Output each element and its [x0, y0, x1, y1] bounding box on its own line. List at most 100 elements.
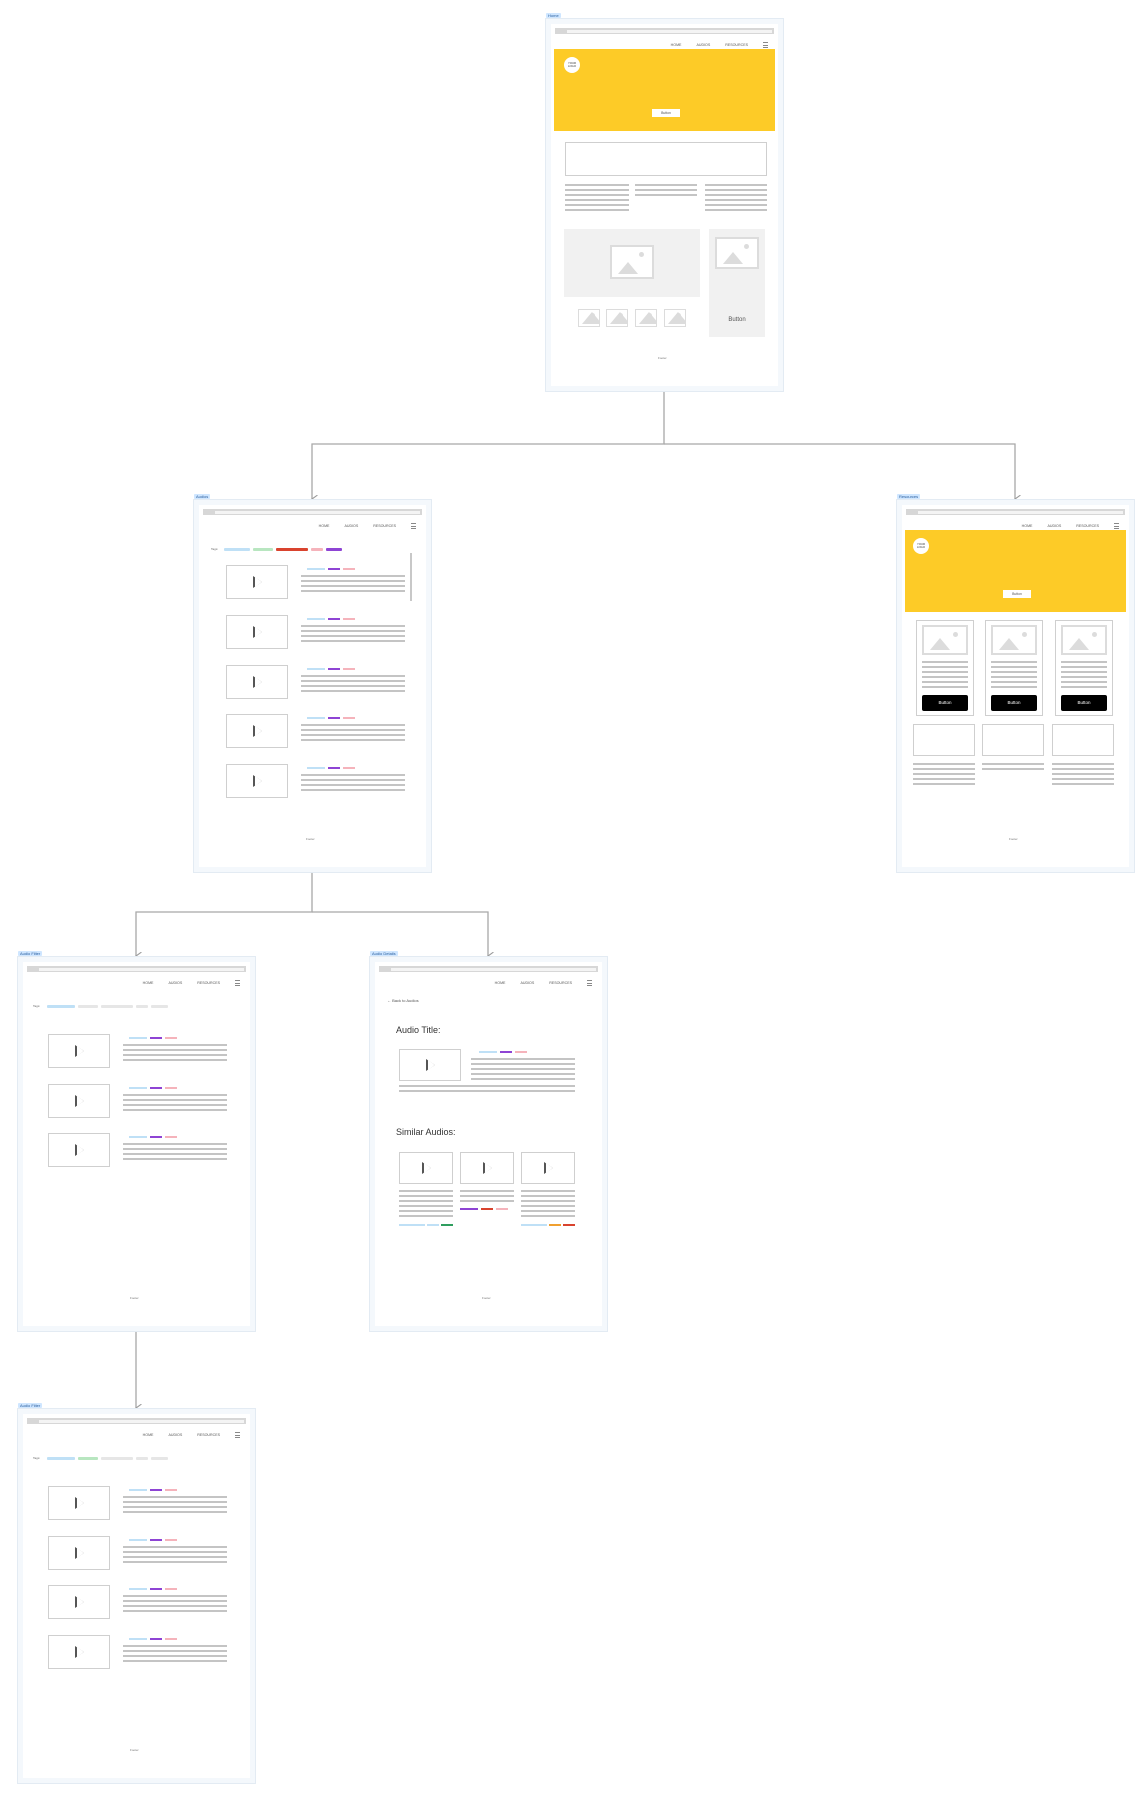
- tag-chip[interactable]: [151, 1005, 168, 1008]
- tag-chip[interactable]: [101, 1457, 133, 1460]
- menu-icon[interactable]: [1114, 523, 1119, 529]
- nav-resources[interactable]: RESOURCES: [1076, 523, 1099, 528]
- menu-icon[interactable]: [587, 980, 592, 986]
- audio-player-thumb[interactable]: [226, 764, 288, 798]
- audio-player[interactable]: [399, 1049, 461, 1081]
- nav-home[interactable]: HOME: [142, 980, 154, 985]
- hero-button[interactable]: Button: [652, 109, 680, 117]
- image-icon: [610, 245, 654, 279]
- thumbnail-icon-2[interactable]: [606, 309, 628, 327]
- nav-resources[interactable]: RESOURCES: [549, 980, 572, 985]
- audio-player-thumb[interactable]: [226, 714, 288, 748]
- similar-audio-player-1[interactable]: [399, 1152, 453, 1184]
- audio-player-thumb[interactable]: [226, 665, 288, 699]
- audio-player-thumb[interactable]: [226, 615, 288, 649]
- tag-chip-purple[interactable]: [326, 548, 342, 551]
- tag-chip[interactable]: [136, 1457, 148, 1460]
- frame-label-filter-2: Audio Filter: [18, 1403, 43, 1408]
- similar-audio-text-2: [460, 1190, 514, 1205]
- browser-bar: [379, 966, 598, 981]
- meta-tag-blue: [129, 1037, 147, 1039]
- tag-chip[interactable]: [136, 1005, 148, 1008]
- audio-player-thumb[interactable]: [48, 1034, 110, 1068]
- similar-audio-player-3[interactable]: [521, 1152, 575, 1184]
- thumbnail-icon-1[interactable]: [578, 309, 600, 327]
- nav-home[interactable]: HOME: [142, 1432, 154, 1437]
- meta-tag-green: [441, 1224, 453, 1226]
- audio-player-thumb[interactable]: [48, 1133, 110, 1167]
- meta-tag-blue: [521, 1224, 547, 1226]
- resources-frame: HOME AUDIOS RESOURCES YOUR LOGO Button B…: [896, 499, 1135, 873]
- tag-chip-red[interactable]: [276, 548, 308, 551]
- card-description: [991, 661, 1037, 691]
- audio-description: [301, 675, 405, 695]
- nav-audios[interactable]: AUDIOS: [168, 1432, 183, 1437]
- audio-description: [123, 1546, 227, 1566]
- card-button[interactable]: Button: [1061, 695, 1107, 711]
- frame-label-details: Audio Details: [370, 951, 398, 956]
- meta-tag-purple: [150, 1489, 162, 1491]
- card-button[interactable]: Button: [991, 695, 1037, 711]
- side-card-button[interactable]: Button: [728, 317, 746, 323]
- info-text-1: [913, 763, 975, 788]
- tag-chip[interactable]: [151, 1457, 168, 1460]
- hero-button[interactable]: Button: [1003, 590, 1031, 598]
- nav-home[interactable]: HOME: [318, 523, 330, 528]
- menu-icon[interactable]: [235, 980, 240, 986]
- resource-card-1: Button: [916, 620, 974, 716]
- nav-home[interactable]: HOME: [670, 42, 682, 47]
- text-column-3: [705, 184, 767, 214]
- audio-description: [301, 575, 405, 595]
- tag-chip-pink[interactable]: [311, 548, 323, 551]
- nav-audios[interactable]: AUDIOS: [696, 42, 711, 47]
- audio-description: [123, 1143, 227, 1163]
- thumbnail-icon-4[interactable]: [664, 309, 686, 327]
- audio-description: [123, 1044, 227, 1064]
- nav-home[interactable]: HOME: [494, 980, 506, 985]
- nav-home[interactable]: HOME: [1021, 523, 1033, 528]
- scrollbar[interactable]: [410, 553, 412, 601]
- meta-tag-pink: [165, 1638, 177, 1640]
- similar-audio-player-2[interactable]: [460, 1152, 514, 1184]
- nav-audios[interactable]: AUDIOS: [344, 523, 359, 528]
- audio-player-thumb[interactable]: [226, 565, 288, 599]
- card-description: [1061, 661, 1107, 691]
- audio-player-thumb[interactable]: [48, 1084, 110, 1118]
- nav-audios[interactable]: AUDIOS: [520, 980, 535, 985]
- audio-player-thumb[interactable]: [48, 1486, 110, 1520]
- audio-title-heading: Audio Title:: [396, 1025, 441, 1035]
- tag-chip-green-active[interactable]: [78, 1457, 98, 1460]
- tag-chip-blue-active[interactable]: [47, 1457, 75, 1460]
- menu-icon[interactable]: [763, 42, 768, 48]
- thumbnail-icon-3[interactable]: [635, 309, 657, 327]
- meta-tag-blue: [399, 1224, 425, 1226]
- meta-tag-blue: [307, 568, 325, 570]
- tag-chip[interactable]: [101, 1005, 133, 1008]
- tag-chip-green[interactable]: [253, 548, 273, 551]
- meta-tag-purple: [328, 668, 340, 670]
- audio-player-thumb[interactable]: [48, 1635, 110, 1669]
- nav-resources[interactable]: RESOURCES: [373, 523, 396, 528]
- nav-audios[interactable]: AUDIOS: [1047, 523, 1062, 528]
- menu-icon[interactable]: [411, 523, 416, 529]
- text-column-2: [635, 184, 697, 199]
- card-button[interactable]: Button: [922, 695, 968, 711]
- meta-tag-orange: [549, 1224, 561, 1226]
- tag-chip[interactable]: [78, 1005, 98, 1008]
- nav-audios[interactable]: AUDIOS: [168, 980, 183, 985]
- footer: Footer: [130, 1296, 139, 1300]
- browser-bar: [27, 966, 246, 981]
- info-box-2: [982, 724, 1044, 756]
- audio-description: [301, 774, 405, 794]
- audio-player-thumb[interactable]: [48, 1585, 110, 1619]
- back-link[interactable]: ← Back to Audios: [387, 998, 419, 1003]
- nav-resources[interactable]: RESOURCES: [197, 1432, 220, 1437]
- nav-resources[interactable]: RESOURCES: [197, 980, 220, 985]
- tag-chip-blue[interactable]: [224, 548, 250, 551]
- meta-tag-purple: [150, 1087, 162, 1089]
- audio-player-thumb[interactable]: [48, 1536, 110, 1570]
- nav-resources[interactable]: RESOURCES: [725, 42, 748, 47]
- menu-icon[interactable]: [235, 1432, 240, 1438]
- tag-chip-blue-active[interactable]: [47, 1005, 75, 1008]
